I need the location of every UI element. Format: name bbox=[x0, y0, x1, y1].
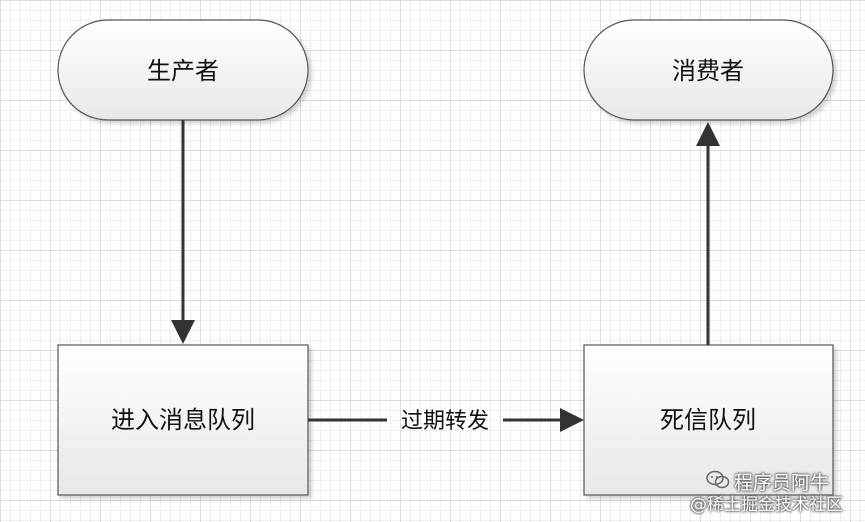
wechat-icon bbox=[706, 470, 730, 489]
dlq-label: 死信队列 bbox=[660, 406, 756, 434]
arrow-dlq-to-consumer bbox=[696, 122, 720, 345]
queue-node: 进入消息队列 bbox=[57, 344, 309, 496]
arrow-producer-to-queue bbox=[171, 120, 195, 344]
arrow-head-down-icon bbox=[171, 320, 195, 344]
arrow-queue-to-dlq: 过期转发 bbox=[308, 408, 584, 434]
arrow-head-right-icon bbox=[560, 408, 584, 432]
consumer-node: 消费者 bbox=[583, 19, 834, 121]
dlq-node: 死信队列 bbox=[583, 344, 834, 496]
arrow-head-up-icon bbox=[696, 122, 720, 146]
watermark-author: 程序员阿牛 bbox=[734, 472, 830, 494]
consumer-label: 消费者 bbox=[672, 57, 744, 85]
queue-label: 进入消息队列 bbox=[111, 406, 255, 434]
watermark-source: @稀土掘金技术社区 bbox=[690, 495, 843, 515]
producer-label: 生产者 bbox=[147, 57, 219, 85]
edge-label-expire-forward: 过期转发 bbox=[401, 409, 489, 434]
watermark: 程序员阿牛 @稀土掘金技术社区 bbox=[690, 468, 860, 516]
producer-node: 生产者 bbox=[57, 19, 309, 121]
